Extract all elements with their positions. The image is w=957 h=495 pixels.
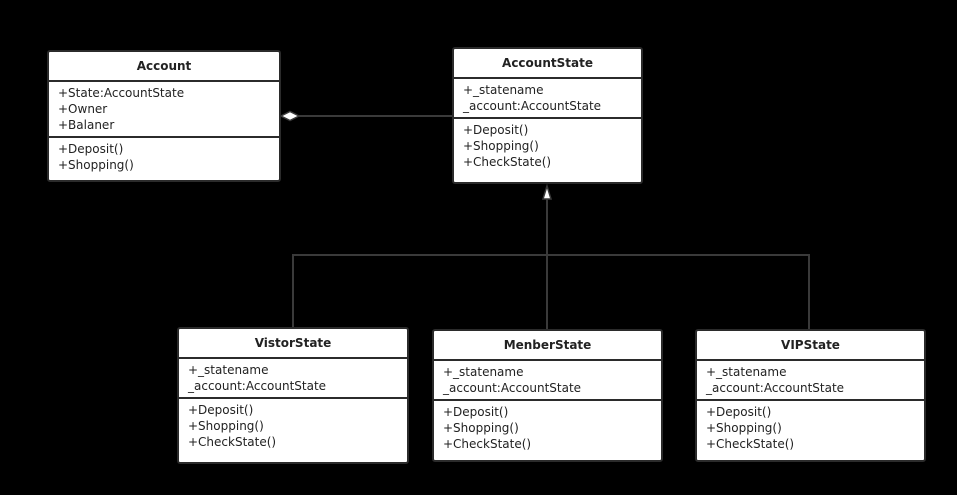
attribute-item: _account:AccountState [443,381,582,395]
class-account-state-name: AccountState [454,49,641,79]
method-item: +CheckState() [463,155,552,169]
class-menber-state-methods: +Deposit() +Shopping() +CheckState() [434,399,661,455]
method-item: +Shopping() [463,139,539,153]
method-item: +CheckState() [706,437,795,451]
class-account-state[interactable]: AccountState +_statename _account:Accoun… [452,47,643,184]
generalization-arrowhead-icon [541,183,553,200]
class-vip-state-methods: +Deposit() +Shopping() +CheckState() [697,399,924,455]
attribute-item: +_statename [188,363,269,377]
attribute-item: +Balaner [58,118,115,132]
method-item: +Deposit() [443,405,509,419]
class-account-state-attributes: +_statename _account:AccountState [454,79,641,117]
attribute-item: +Owner [58,102,108,116]
class-account-methods: +Deposit() +Shopping() [49,136,279,176]
class-account-state-methods: +Deposit() +Shopping() +CheckState() [454,117,641,173]
class-vistor-state-attributes: +_statename _account:AccountState [179,359,407,397]
class-account-name: Account [49,52,279,82]
class-vip-state-name: VIPState [697,331,924,361]
class-account-attributes: +State:AccountState +Owner +Balaner [49,82,279,136]
method-item: +Deposit() [58,142,124,156]
attribute-item: +_statename [706,365,787,379]
class-vip-state[interactable]: VIPState +_statename _account:AccountSta… [695,329,926,462]
method-item: +Shopping() [706,421,782,435]
method-item: +Deposit() [706,405,772,419]
attribute-item: _account:AccountState [463,99,602,113]
class-menber-state-name: MenberState [434,331,661,361]
attribute-item: _account:AccountState [188,379,327,393]
aggregation-diamond-icon [279,110,301,122]
method-item: +CheckState() [188,435,277,449]
class-vistor-state-name: VistorState [179,329,407,359]
method-item: +Shopping() [443,421,519,435]
method-item: +CheckState() [443,437,532,451]
method-item: +Deposit() [188,403,254,417]
class-vistor-state[interactable]: VistorState +_statename _account:Account… [177,327,409,464]
method-item: +Shopping() [188,419,264,433]
class-menber-state-attributes: +_statename _account:AccountState [434,361,661,399]
method-item: +Shopping() [58,158,134,172]
method-item: +Deposit() [463,123,529,137]
class-vip-state-attributes: +_statename _account:AccountState [697,361,924,399]
attribute-item: +State:AccountState [58,86,185,100]
class-account[interactable]: Account +State:AccountState +Owner +Bala… [47,50,281,182]
attribute-item: +_statename [443,365,524,379]
attribute-item: _account:AccountState [706,381,845,395]
class-vistor-state-methods: +Deposit() +Shopping() +CheckState() [179,397,407,453]
attribute-item: +_statename [463,83,544,97]
class-menber-state[interactable]: MenberState +_statename _account:Account… [432,329,663,462]
